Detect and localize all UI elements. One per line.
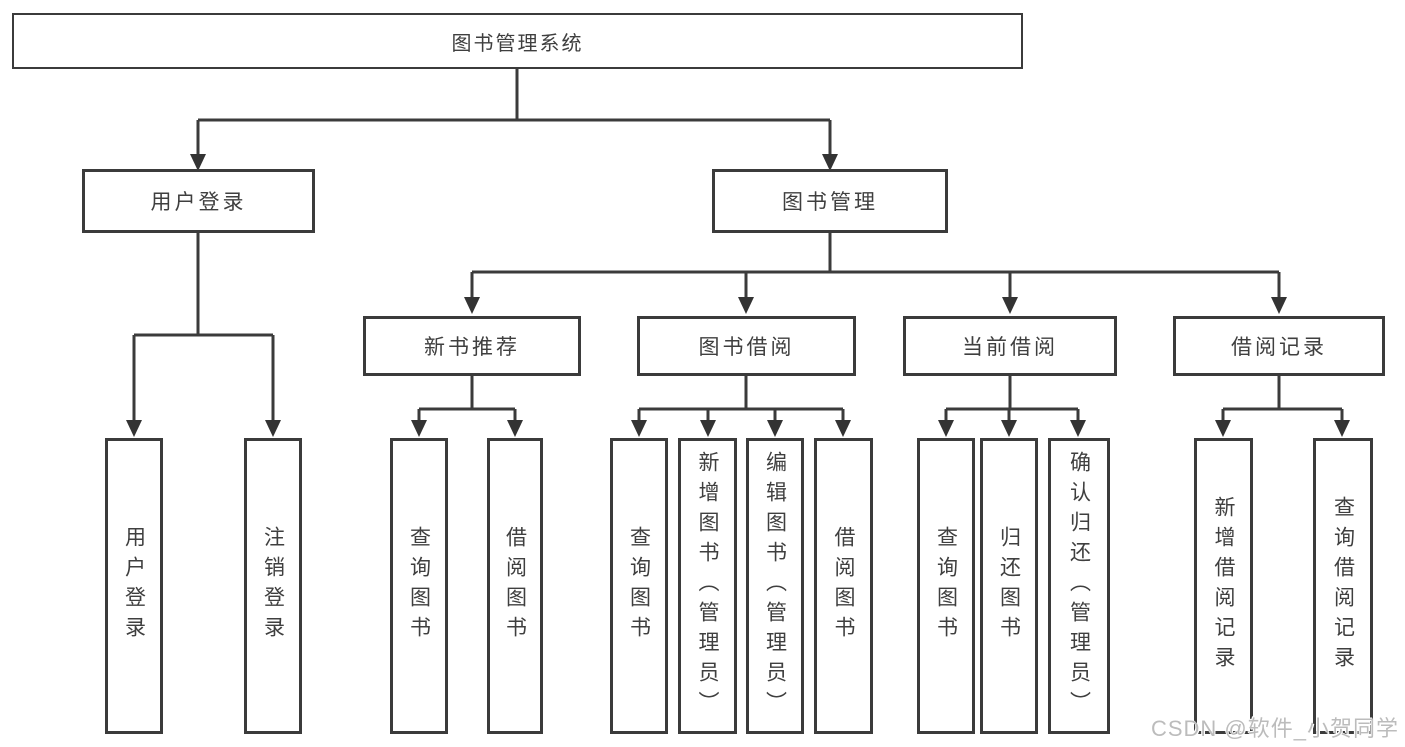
node-label: 借阅图书 [503,526,527,646]
arrowhead-leaf-borrow-1 [507,420,523,437]
node-user-login-group: 用户登录 [82,169,315,233]
arrowhead-leaf-user-login [126,420,142,437]
edge-userlogin-to-leaves [132,233,275,423]
csdn-watermark: CSDN @软件_小贺同学 [1150,716,1399,741]
arrowhead-leaf-edit-books [767,420,783,437]
arrowhead-book-borrow [738,297,754,314]
leaf-confirm-return-admin: 确认归还（管理员） [1048,438,1110,734]
node-label: 新书推荐 [424,336,520,359]
leaf-return-books: 归还图书 [980,438,1038,734]
node-new-book-recommendation: 新书推荐 [363,316,581,376]
arrowhead-borrow-record [1271,297,1287,314]
node-borrowing-records: 借阅记录 [1173,316,1385,376]
node-current-borrowing: 当前借阅 [903,316,1117,376]
node-label: 注销登录 [261,526,285,646]
leaf-add-books-admin: 新增图书（管理员） [678,438,737,734]
leaf-edit-books-admin: 编辑图书（管理员） [746,438,804,734]
arrowhead-leaf-query-record [1334,420,1350,437]
leaf-add-borrow-record: 新增借阅记录 [1194,438,1253,734]
arrowhead-leaf-add-record [1215,420,1231,437]
edge-bookmgmt-to-level3 [470,233,1281,300]
node-label: 归还图书 [997,526,1021,646]
arrowhead-leaf-query-1 [411,420,427,437]
leaf-query-books-current: 查询图书 [917,438,975,734]
leaf-query-borrow-record: 查询借阅记录 [1313,438,1373,734]
leaf-query-books-recommend: 查询图书 [390,438,448,734]
arrowhead-leaf-confirm-return [1070,420,1086,437]
leaf-borrow-books-borrow: 借阅图书 [814,438,873,734]
edge-currentborrow-to-leaves [944,376,1080,423]
edge-borrowrecord-to-leaves [1221,376,1344,423]
node-label: 查询图书 [627,526,651,646]
node-label: 用户登录 [122,526,146,646]
node-label: 借阅记录 [1231,336,1327,359]
node-label: 借阅图书 [832,526,855,646]
node-label: 确认归还（管理员） [1067,451,1091,721]
node-label: 当前借阅 [962,336,1058,359]
node-label: 新增图书（管理员） [696,451,719,721]
arrowhead-leaf-borrow-2 [835,420,851,437]
edge-newbooks-to-leaves [417,376,517,423]
node-label: 图书管理 [782,191,878,214]
node-label: 查询图书 [934,526,958,646]
edge-bookborrow-to-leaves [637,376,845,423]
node-label: 新增借阅记录 [1212,496,1235,676]
node-label: 查询图书 [407,526,431,646]
node-label: 查询借阅记录 [1331,496,1355,676]
arrowhead-leaf-add-books [700,420,716,437]
node-book-management: 图书管理 [712,169,948,233]
node-label: 图书管理系统 [451,32,584,55]
arrowhead-leaf-logout [265,420,281,437]
arrowhead-leaf-query-2 [631,420,647,437]
arrowhead-leaf-return-books [1001,420,1017,437]
arrowhead-current-borrow [1002,297,1018,314]
node-book-borrowing: 图书借阅 [637,316,856,376]
arrowhead-book-mgmt [822,154,838,171]
edge-root-to-level2 [196,69,832,157]
arrowhead-new-books [464,297,480,314]
node-label: 编辑图书（管理员） [763,451,787,721]
arrowhead-user-login [190,154,206,171]
leaf-user-login: 用户登录 [105,438,163,734]
leaf-query-books-borrow: 查询图书 [610,438,668,734]
node-book-management-system: 图书管理系统 [12,13,1023,69]
arrowhead-leaf-query-3 [938,420,954,437]
leaf-logout: 注销登录 [244,438,302,734]
node-label: 用户登录 [150,191,247,214]
node-label: 图书借阅 [698,336,795,359]
leaf-borrow-books-recommend: 借阅图书 [487,438,543,734]
